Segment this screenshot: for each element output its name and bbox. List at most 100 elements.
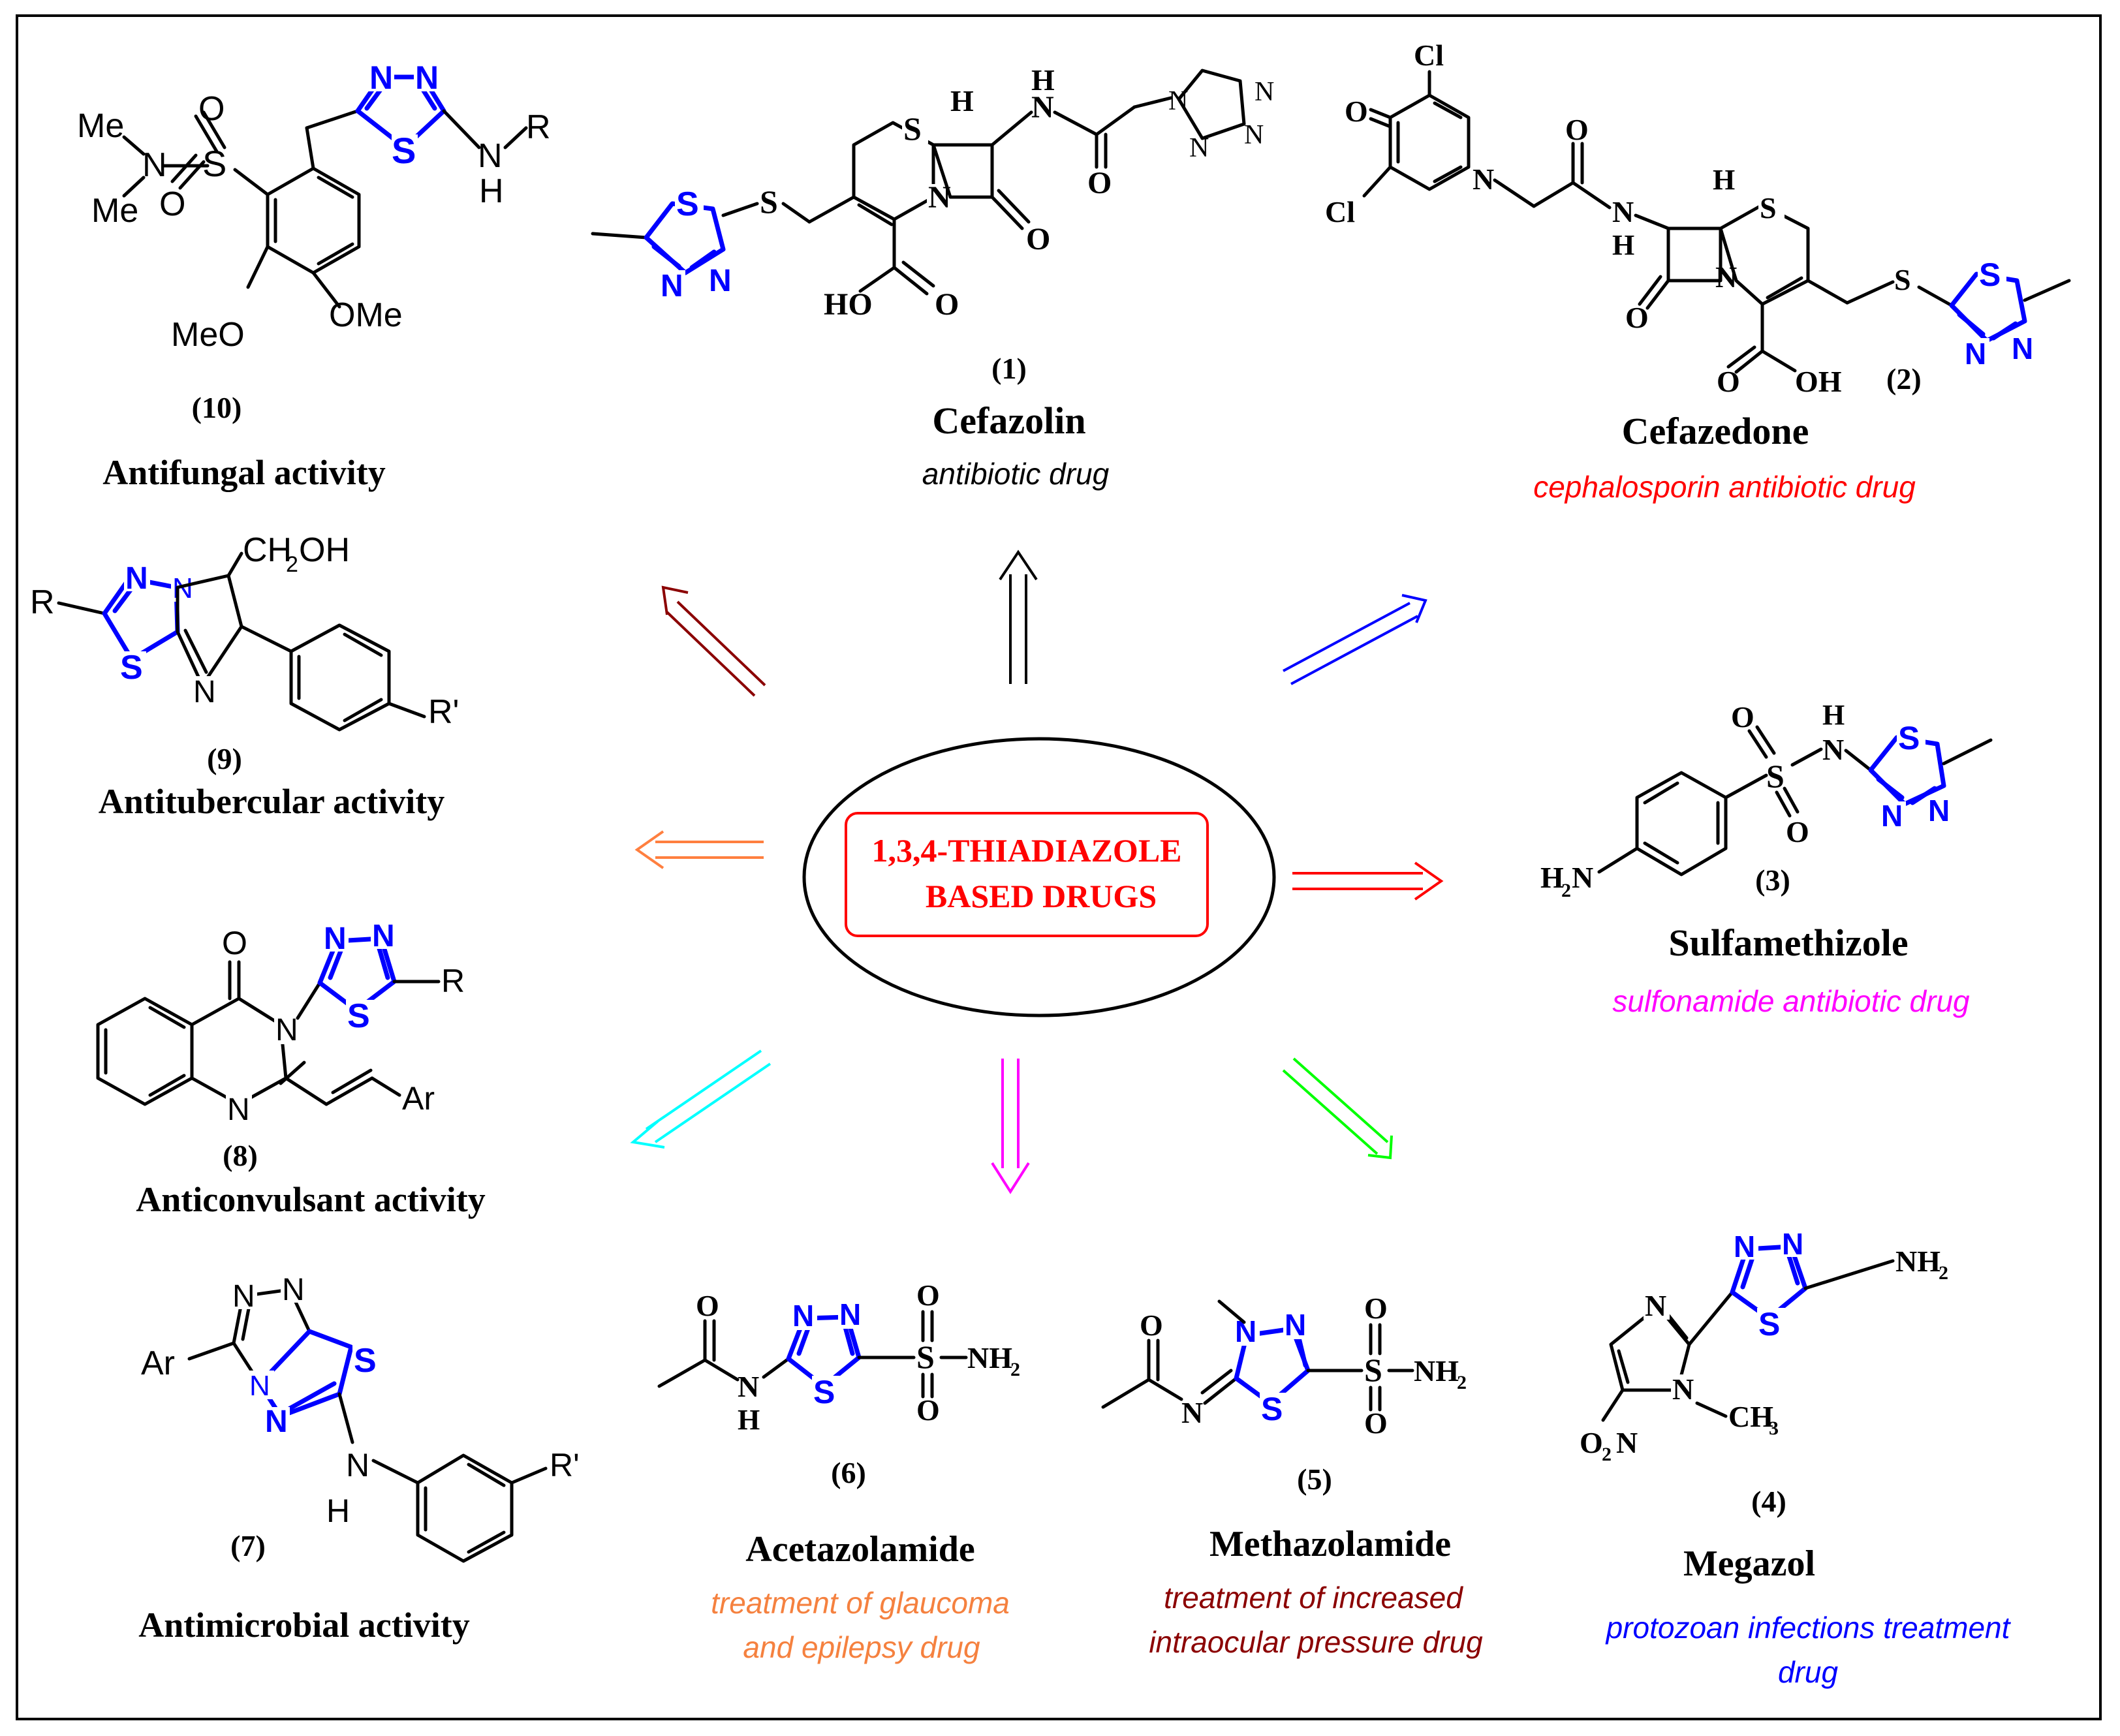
atom-n: N xyxy=(1881,799,1903,833)
compound-8-name: Anticonvulsant activity xyxy=(136,1180,486,1219)
atom-n: N xyxy=(792,1299,814,1333)
compound-6: O N H N N S S O O NH 2 (6) Acetazolamide… xyxy=(657,1279,1020,1664)
atom-o: O xyxy=(696,1289,719,1322)
atom-o: O xyxy=(916,1279,940,1312)
compound-4-name: Megazol xyxy=(1683,1543,1815,1584)
atom-s: S xyxy=(1894,263,1911,296)
center-box xyxy=(845,812,1209,937)
atom-s: S xyxy=(1766,758,1785,794)
atom-r: R xyxy=(441,963,465,999)
atom-h: H xyxy=(479,172,504,210)
arrow-to-acetazolamide xyxy=(991,1059,1030,1194)
compound-6-number: (6) xyxy=(831,1456,866,1489)
atom-me: Me xyxy=(91,192,138,230)
atom-n: N xyxy=(227,1093,250,1127)
atom-n: N xyxy=(232,1279,255,1314)
compound-4-number: (4) xyxy=(1751,1485,1786,1518)
compound-9: R N S N N CH 2 OH R' (9) Antitubercular … xyxy=(30,531,459,821)
atom-ch2oh-a: CH xyxy=(243,531,292,569)
compound-6-name: Acetazolamide xyxy=(745,1529,974,1570)
compound-3-name: Sulfamethizole xyxy=(1668,922,1908,964)
atom-s: S xyxy=(760,183,778,220)
atom-s: S xyxy=(1364,1352,1382,1388)
atom-o2n-n: N xyxy=(1616,1426,1638,1459)
atom-o: O xyxy=(222,925,247,961)
compound-5-name: Methazolamide xyxy=(1209,1524,1451,1564)
atom-sub2: 2 xyxy=(1561,880,1571,901)
compound-1: S N N S S N O H HO O N H O xyxy=(591,63,1274,491)
arrow-to-antitubercular xyxy=(634,830,764,869)
compound-7-name: Antimicrobial activity xyxy=(138,1605,469,1645)
figure-border xyxy=(16,14,2102,1720)
compound-4: N N CH 3 N O 2 N N S NH 2 (4) Megazol pr… xyxy=(1580,1227,2012,1689)
atom-h: H xyxy=(1713,164,1735,196)
atom-n: N xyxy=(1473,163,1494,196)
atom-s: S xyxy=(354,1342,377,1380)
atom-n: N xyxy=(1782,1227,1803,1261)
atom-sub3: 3 xyxy=(1769,1418,1779,1439)
atom-o: O xyxy=(1625,301,1649,334)
compound-7: Ar N N N S N N H R' (7) Antimicrobial ac… xyxy=(138,1273,579,1645)
atom-o2n-o: O xyxy=(1580,1426,1603,1459)
atom-s: S xyxy=(202,143,226,184)
atom-o: O xyxy=(1565,113,1589,146)
compound-10: S O O N Me Me MeO OMe S N N N H R (10) A… xyxy=(77,59,551,492)
atom-s: S xyxy=(676,185,699,223)
center-title-line2: BASED DRUGS xyxy=(926,878,1157,914)
atom-n: N xyxy=(1181,1396,1203,1429)
arrow-to-methazolamide xyxy=(1282,1057,1393,1160)
atom-sub2: 2 xyxy=(286,552,298,577)
atom-s: S xyxy=(1261,1391,1283,1427)
center-title-line1: 1,3,4-THIADIAZOLE xyxy=(871,832,1181,869)
atom-n: N xyxy=(839,1297,861,1331)
atom-o: O xyxy=(1364,1406,1388,1440)
arrow-to-antifungal xyxy=(661,585,766,697)
atom-o: O xyxy=(198,90,225,128)
atom-n: N xyxy=(346,1447,369,1483)
compound-2: O Cl Cl N O N H O N H S O OH xyxy=(1325,39,2071,504)
atom-s: S xyxy=(813,1374,835,1410)
atom-o: O xyxy=(1786,815,1809,848)
compound-8-number: (8) xyxy=(223,1139,258,1172)
atom-n: N xyxy=(324,922,347,956)
atom-nh2: NH xyxy=(1414,1354,1459,1387)
atom-h: H xyxy=(950,84,974,117)
atom-n: N xyxy=(738,1370,759,1403)
compound-7-number: (7) xyxy=(230,1529,266,1562)
atom-meo: MeO xyxy=(171,316,245,354)
atom-r: R xyxy=(526,108,551,146)
atom-s: S xyxy=(392,130,416,171)
compound-2-name: Cefazedone xyxy=(1622,410,1809,452)
compound-5-description-line2: intraocular pressure drug xyxy=(1149,1625,1483,1659)
center-hub: 1,3,4-THIADIAZOLE BASED DRUGS xyxy=(802,737,1276,1017)
atom-sub2: 2 xyxy=(1939,1262,1948,1284)
atom-n: N xyxy=(275,1013,298,1047)
compound-6-description-line1: treatment of glaucoma xyxy=(711,1586,1010,1620)
atom-h: H xyxy=(1031,63,1055,97)
atom-ho: HO xyxy=(824,287,873,322)
atom-n: N xyxy=(1822,733,1844,766)
compound-5-description-line1: treatment of increased xyxy=(1164,1581,1463,1615)
atom-n: N xyxy=(1645,1289,1666,1322)
atom-o: O xyxy=(1026,222,1050,256)
arrows xyxy=(630,550,1444,1194)
atom-n: N xyxy=(1189,133,1209,163)
atom-oh: OH xyxy=(1795,365,1842,398)
compound-10-name: Antifungal activity xyxy=(102,453,386,492)
compound-3-number: (3) xyxy=(1755,863,1790,897)
atom-n: N xyxy=(142,146,167,184)
arrow-to-sulfamethizole xyxy=(1292,861,1444,901)
compound-3-description: sulfonamide antibiotic drug xyxy=(1612,984,1970,1018)
atom-ch2oh-b: OH xyxy=(299,531,350,569)
atom-n: N xyxy=(709,264,732,298)
atom-n: N xyxy=(1255,77,1274,107)
center-ellipse xyxy=(802,737,1276,1017)
atom-n: N xyxy=(1572,861,1593,894)
arrow-to-cefazedone xyxy=(1283,594,1427,685)
atom-s: S xyxy=(120,649,143,687)
atom-o: O xyxy=(1731,700,1754,734)
atom-ar: Ar xyxy=(141,1344,175,1382)
arrow-to-anticonvulsant xyxy=(630,1049,772,1149)
atom-n: N xyxy=(478,137,503,175)
